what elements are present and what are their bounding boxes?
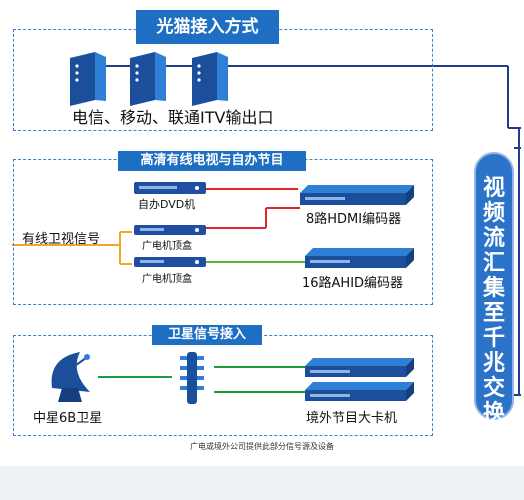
bottom-band xyxy=(0,466,524,500)
dvd-player-icon xyxy=(134,182,206,194)
modem-icon-3 xyxy=(192,52,228,106)
ahd-encoder-icon xyxy=(305,248,414,268)
dvd-label: 自办DVD机 xyxy=(138,198,196,211)
pillar-char: 换 xyxy=(482,401,505,426)
satellite-dish-label: 中星6B卫星 xyxy=(33,411,103,426)
stb1-label: 广电机顶盒 xyxy=(142,241,192,252)
modem-icon-1 xyxy=(70,52,106,106)
satellite-dish-icon xyxy=(51,352,90,402)
footnote: 广电或境外公司提供此部分信号源及设备 xyxy=(190,442,334,451)
pillar-char: 汇 xyxy=(482,251,505,276)
pillar-char: 机 xyxy=(482,426,505,451)
satellite-receiver-icon-1 xyxy=(305,358,414,377)
receiver-label: 境外节目大卡机 xyxy=(306,411,398,426)
modem-icon-2 xyxy=(130,52,166,106)
pillar-char: 视 xyxy=(482,176,505,201)
hdmi-encoder-label: 8路HDMI编码器 xyxy=(306,212,402,227)
satellite-section-title: 卫星信号接入 xyxy=(152,325,262,345)
pillar-char: 千 xyxy=(482,326,505,351)
pillar-char: 兆 xyxy=(482,351,505,376)
stb2-label: 广电机顶盒 xyxy=(142,274,192,285)
gigabit-switch-pillar: 视 频 流 汇 集 至 千 兆 交 换 机 xyxy=(474,152,514,451)
hdmi-encoder-icon xyxy=(300,185,414,205)
set-top-box-icon-1 xyxy=(134,225,206,235)
signal-splitter-icon xyxy=(180,352,204,404)
satellite-receiver-icon-2 xyxy=(305,382,414,401)
pillar-char: 流 xyxy=(482,226,505,251)
set-top-box-icon-2 xyxy=(134,257,206,267)
fiber-section-title: 光猫接入方式 xyxy=(136,10,279,44)
pillar-char: 集 xyxy=(482,276,505,301)
cable-signal-label: 有线卫视信号 xyxy=(22,232,101,247)
fiber-caption: 电信、移动、联通ITV输出口 xyxy=(72,108,274,127)
pillar-char: 交 xyxy=(482,376,505,401)
pillar-char: 至 xyxy=(482,301,505,326)
hdtv-section-title: 高清有线电视与自办节目 xyxy=(118,151,306,171)
ahd-encoder-label: 16路AHID编码器 xyxy=(302,276,404,291)
pillar-char: 频 xyxy=(482,201,505,226)
